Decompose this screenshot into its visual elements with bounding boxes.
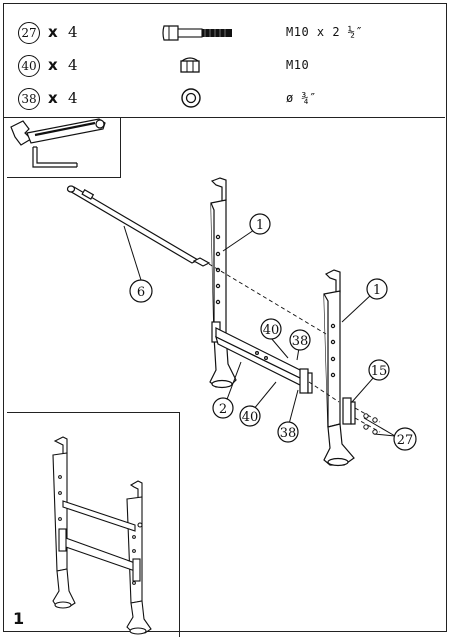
nut-icon xyxy=(180,57,200,73)
multiply-sign: x xyxy=(48,56,58,74)
callout-2: 2 xyxy=(219,402,227,417)
callouts xyxy=(129,213,417,451)
assembly-drawing: 1 6 1 40 38 15 2 40 38 27 xyxy=(66,177,417,467)
part-number: 38 xyxy=(18,88,40,110)
part-number: 40 xyxy=(18,55,40,77)
callout-40b: 40 xyxy=(242,410,259,425)
hardware-row-washer: 38 x 4 ø ¾″ xyxy=(4,86,445,116)
quantity: 4 xyxy=(68,89,78,107)
tools-box xyxy=(7,117,121,178)
callout-38b: 38 xyxy=(280,426,297,441)
washer-icon xyxy=(181,88,201,108)
multiply-sign: x xyxy=(48,23,58,41)
bolt-icon xyxy=(162,25,232,41)
bar-part xyxy=(66,185,211,267)
assembled-inset: 1 xyxy=(7,412,180,637)
assembled-frame-drawing xyxy=(52,436,152,635)
hex-key-icon xyxy=(32,146,78,168)
quantity: 4 xyxy=(68,23,78,41)
hardware-row-bolt: 27 x 4 M10 x 2 ½″ xyxy=(4,20,445,50)
callout-1b: 1 xyxy=(373,283,381,298)
hardware-list: 27 x 4 M10 x 2 ½″ 40 x 4 M10 xyxy=(4,4,445,118)
callout-15: 15 xyxy=(371,364,388,379)
callout-40a: 40 xyxy=(263,323,280,338)
callout-1a: 1 xyxy=(256,218,264,233)
part-number: 27 xyxy=(18,22,40,44)
right-upright xyxy=(323,269,355,467)
hardware-spec: ø ¾″ xyxy=(286,91,317,105)
callout-27: 27 xyxy=(397,433,414,448)
left-upright xyxy=(209,177,237,389)
callout-6: 6 xyxy=(137,285,145,300)
instruction-frame: 27 x 4 M10 x 2 ½″ 40 x 4 M10 xyxy=(3,3,447,637)
hardware-spec: M10 xyxy=(286,58,310,72)
quantity: 4 xyxy=(68,56,78,74)
hardware-spec: M10 x 2 ½″ xyxy=(286,25,364,39)
bracket-part xyxy=(342,397,356,425)
multiply-sign: x xyxy=(48,89,58,107)
cross-member xyxy=(215,327,313,394)
wrench-icon xyxy=(10,118,106,146)
step-number: 1 xyxy=(13,609,25,628)
callout-38a: 38 xyxy=(292,334,309,349)
hardware-row-nut: 40 x 4 M10 xyxy=(4,53,445,83)
